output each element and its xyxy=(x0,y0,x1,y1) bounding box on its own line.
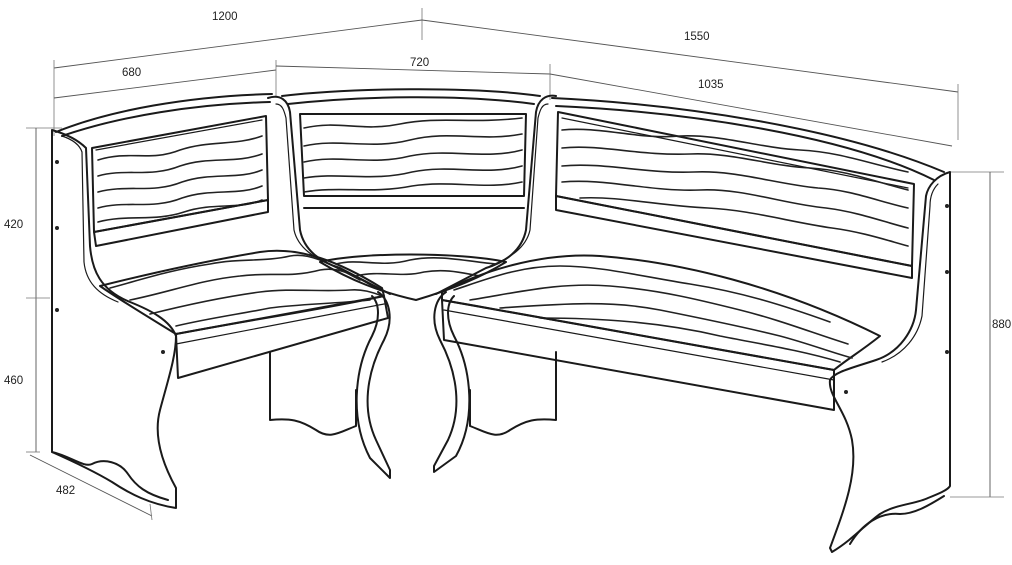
screw-hole xyxy=(844,390,848,394)
dim-line-1035 xyxy=(549,73,953,147)
corner-top-rail xyxy=(281,88,541,97)
screw-hole xyxy=(945,270,949,274)
dim-label-482: 482 xyxy=(56,485,75,497)
screw-hole xyxy=(55,308,59,312)
right-front-apron xyxy=(441,299,835,411)
dim-label-420: 420 xyxy=(4,219,23,231)
right-foot-scallop xyxy=(849,495,945,545)
left-seat xyxy=(99,249,385,335)
right-back-top-rail xyxy=(551,97,945,173)
corner-backrest-panel xyxy=(299,113,527,197)
dimension-labels: 1200 1550 680 720 1035 420 460 880 482 xyxy=(4,11,1011,497)
corner-section xyxy=(267,88,557,479)
dim-line-1200 xyxy=(53,19,423,69)
dim-label-1200: 1200 xyxy=(212,11,238,23)
dim-label-680: 680 xyxy=(122,67,141,79)
dim-line-1550 xyxy=(421,19,959,93)
screw-hole xyxy=(161,350,165,354)
corner-left-leg xyxy=(355,291,391,479)
left-end-panel xyxy=(51,129,177,509)
corner-seat xyxy=(319,253,507,301)
screw-hole xyxy=(945,350,949,354)
left-foot-scallop xyxy=(51,451,169,501)
corner-support-right xyxy=(469,351,557,436)
screw-hole xyxy=(55,226,59,230)
dimension-lines xyxy=(26,8,1004,521)
dim-label-880: 880 xyxy=(992,319,1011,331)
corner-support-left xyxy=(269,351,357,436)
dim-label-1550: 1550 xyxy=(684,31,710,43)
screw-hole xyxy=(945,204,949,208)
left-front-apron xyxy=(175,295,389,379)
corner-right-leg xyxy=(433,291,471,473)
dim-label-1035: 1035 xyxy=(698,79,724,91)
left-backrest-panel xyxy=(91,115,269,233)
dim-label-720: 720 xyxy=(410,57,429,69)
left-back-top-rail xyxy=(55,93,273,133)
right-backrest-panel xyxy=(555,111,915,267)
left-bench xyxy=(51,93,389,509)
right-bench xyxy=(441,97,951,553)
corner-right-post xyxy=(435,94,557,295)
dim-line-482 xyxy=(29,454,153,517)
right-end-panel xyxy=(828,171,951,553)
dim-line-680 xyxy=(53,69,277,99)
dim-label-460: 460 xyxy=(4,375,23,387)
dim-line-720 xyxy=(275,65,551,75)
screw-hole xyxy=(55,160,59,164)
